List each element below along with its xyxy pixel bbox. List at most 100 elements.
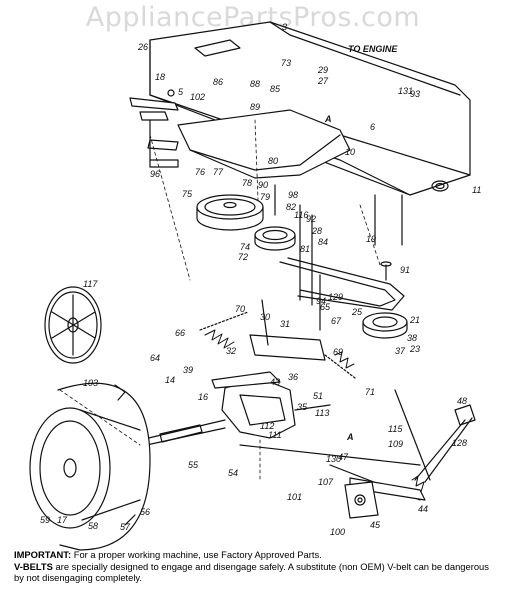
part-number-51: 51	[313, 391, 323, 401]
part-number-82: 82	[286, 202, 296, 212]
part-number-98: 98	[288, 190, 298, 200]
part-number-55: 55	[188, 460, 199, 470]
part-number-93: 93	[410, 89, 420, 99]
part-number-115: 115	[388, 424, 403, 434]
part-number-73: 73	[281, 58, 291, 68]
part-number-107: 107	[318, 477, 334, 487]
part-number-43: 43	[270, 377, 280, 387]
part-number-59: 59	[40, 515, 50, 525]
part-number-6: 6	[370, 122, 375, 132]
part-number-79: 79	[260, 192, 270, 202]
part-number-36: 36	[288, 372, 298, 382]
part-number-23: 23	[409, 344, 420, 354]
drive-belt	[279, 257, 408, 339]
part-number-88: 88	[250, 79, 260, 89]
part-number-18: 18	[155, 72, 165, 82]
part-number-84: 84	[318, 237, 328, 247]
deck-plate	[177, 109, 351, 179]
part-number-5: 5	[178, 87, 184, 97]
part-number-21: 21	[409, 315, 420, 325]
part-number-58: 58	[88, 521, 98, 531]
part-number-47: 47	[338, 452, 349, 462]
part-number-112: 112	[260, 421, 274, 431]
part-number-14: 14	[165, 375, 175, 385]
part-number-81: 81	[300, 244, 310, 254]
part-number-85: 85	[270, 84, 281, 94]
part-number-94: 94	[316, 296, 326, 306]
part-number-10: 10	[345, 147, 355, 157]
important-note: IMPORTANT: For a proper working machine,…	[14, 549, 500, 561]
part-number-75: 75	[182, 189, 193, 199]
part-number-129: 129	[328, 292, 343, 302]
part-number-131: 131	[398, 86, 413, 96]
part-number-77: 77	[213, 167, 224, 177]
frame	[149, 21, 471, 196]
part-number-74: 74	[240, 242, 250, 252]
guide-lines	[59, 119, 381, 481]
part-number-27: 27	[317, 76, 329, 86]
vbelts-note: V-BELTS are specially designed to engage…	[14, 561, 500, 584]
part-number-32: 32	[226, 346, 236, 356]
part-number-3: 3	[282, 22, 287, 32]
part-number-128: 128	[452, 438, 467, 448]
part-number-80: 80	[268, 156, 278, 166]
notes-block: IMPORTANT: For a proper working machine,…	[14, 549, 500, 584]
brackets	[129, 89, 179, 168]
hubcap	[44, 286, 102, 364]
part-number-92: 92	[306, 214, 316, 224]
part-number-31: 31	[280, 319, 290, 329]
part-number-30: 30	[260, 312, 270, 322]
part-number-54: 54	[228, 468, 238, 478]
part-number-116: 116	[294, 210, 308, 220]
part-number-29: 29	[317, 65, 328, 75]
part-number-117: 117	[83, 279, 98, 289]
part-number-callouts: 3561011141617181921232526272829303132353…	[40, 22, 481, 537]
part-number-17: 17	[57, 515, 68, 525]
part-number-66: 66	[175, 328, 185, 338]
transaxle	[139, 371, 331, 447]
part-number-28: 28	[311, 226, 322, 236]
part-number-86: 86	[213, 77, 223, 87]
idler-pulley	[254, 226, 296, 251]
part-number-56: 56	[140, 507, 150, 517]
pivot-bracket	[344, 481, 379, 519]
part-number-25: 25	[351, 307, 363, 317]
brake-pedal	[414, 404, 476, 483]
part-number-103: 103	[83, 378, 98, 388]
part-number-109: 109	[388, 439, 403, 449]
callout-a-bottom: A	[346, 432, 354, 442]
part-number-69: 69	[333, 347, 343, 357]
to-engine-label: TO ENGINE	[348, 44, 398, 54]
part-number-45: 45	[370, 520, 381, 530]
part-number-130: 130	[326, 454, 341, 464]
vbelts-label: V-BELTS	[14, 560, 53, 572]
rear-wheel	[29, 382, 151, 551]
part-number-35: 35	[297, 402, 308, 412]
part-number-91: 91	[400, 265, 410, 275]
callout-a-top: A	[324, 114, 332, 124]
part-number-71: 71	[365, 387, 375, 397]
part-number-44: 44	[418, 504, 428, 514]
part-number-76: 76	[195, 167, 205, 177]
part-number-38: 38	[407, 333, 417, 343]
vbelts-text: are specially designed to engage and dis…	[14, 560, 489, 584]
part-number-65: 65	[320, 302, 331, 312]
part-number-111: 111	[268, 430, 282, 440]
important-text: For a proper working machine, use Factor…	[73, 549, 322, 560]
part-number-70: 70	[235, 304, 245, 314]
part-number-67: 67	[331, 316, 342, 326]
shafts	[274, 184, 403, 331]
part-number-113: 113	[315, 408, 329, 418]
part-number-101: 101	[287, 492, 302, 502]
part-number-78: 78	[242, 178, 252, 188]
part-number-37: 37	[395, 346, 406, 356]
part-number-39: 39	[183, 365, 193, 375]
part-number-64: 64	[150, 353, 160, 363]
part-number-72: 72	[238, 252, 248, 262]
part-number-100: 100	[330, 527, 345, 537]
part-number-96: 96	[150, 169, 160, 179]
part-number-102: 102	[190, 92, 205, 102]
part-number-26: 26	[137, 42, 148, 52]
lever-arm	[199, 299, 356, 379]
